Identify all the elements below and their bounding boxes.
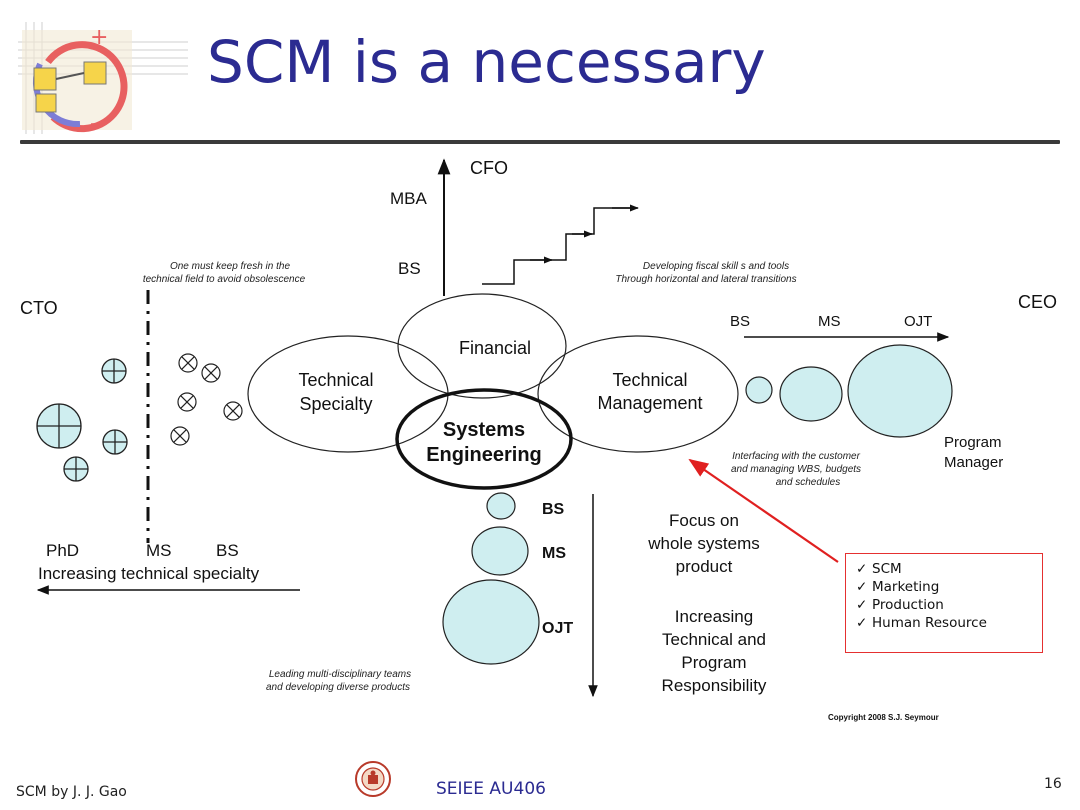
svg-text:+: + — [90, 25, 108, 50]
interfacing-note-line2: and managing WBS, budgets — [731, 464, 861, 475]
checklist-item: ✓Production — [856, 597, 944, 613]
right-ojt-label: OJT — [904, 313, 932, 330]
technical-management-line2: Management — [597, 393, 702, 413]
systems-engineering-line2: Engineering — [426, 444, 542, 466]
university-seal-icon — [355, 761, 391, 797]
interfacing-note-line3: and schedules — [776, 477, 841, 488]
bottom-ojt-label: OJT — [542, 620, 573, 637]
responsibility-line2: Technical and — [662, 630, 766, 649]
increasing-specialty-label: Increasing technical specialty — [38, 564, 260, 583]
focus-line2: whole systems — [647, 534, 759, 553]
technical-specialty-line2: Specialty — [299, 394, 372, 414]
checklist-item: ✓Human Resource — [856, 615, 987, 631]
right-bubble-medium — [779, 366, 843, 422]
page-number: 16 — [1044, 776, 1062, 792]
interfacing-note-line1: Interfacing with the customer — [732, 451, 861, 462]
bottom-bs-label: BS — [542, 501, 565, 518]
financial-label: Financial — [459, 338, 531, 358]
program-manager-line1: Program — [944, 434, 1002, 451]
technical-specialty-line1: Technical — [298, 370, 373, 390]
left-bs-label: BS — [216, 541, 239, 560]
financial-note-line1: Developing fiscal skill s and tools — [643, 261, 789, 272]
slide-title: SCM is a necessary — [207, 28, 766, 96]
svg-text:-: - — [90, 111, 98, 134]
course-logo-icon: + - — [18, 22, 188, 134]
checklist-box: ✓SCM ✓Marketing ✓Production ✓Human Resou… — [845, 553, 1043, 653]
right-bubble-large — [847, 344, 953, 438]
right-bs-label: BS — [730, 313, 750, 330]
bottom-bubble-large — [442, 579, 540, 665]
left-note-line1: One must keep fresh in the — [170, 261, 291, 272]
leading-note-line2: and developing diverse products — [266, 682, 410, 693]
footer-author: SCM by J. J. Gao — [16, 784, 127, 800]
check-icon: ✓ — [856, 579, 868, 595]
top-bs-label: BS — [398, 259, 421, 278]
responsibility-line3: Program — [681, 653, 746, 672]
phd-label: PhD — [46, 541, 79, 560]
checklist-item: ✓SCM — [856, 561, 902, 577]
left-ms-label: MS — [146, 541, 172, 560]
responsibility-line1: Increasing — [675, 607, 753, 626]
checklist-item: ✓Marketing — [856, 579, 940, 595]
responsibility-line4: Responsibility — [662, 676, 767, 695]
check-icon: ✓ — [856, 597, 868, 613]
technical-management-line1: Technical — [612, 370, 687, 390]
focus-line1: Focus on — [669, 511, 739, 530]
check-icon: ✓ — [856, 561, 868, 577]
specialty-plus-symbols — [36, 358, 128, 482]
systems-engineering-ellipse — [395, 388, 573, 490]
leading-note-line1: Leading multi-disciplinary teams — [269, 669, 411, 680]
right-bubble-small — [745, 376, 773, 404]
technical-management-ellipse — [537, 335, 739, 453]
career-path-diagram: CFO MBA BS Developing fiscal skill s and… — [20, 158, 1057, 722]
fiscal-staircase — [482, 207, 634, 285]
focus-line3: product — [676, 557, 733, 576]
cto-label: CTO — [20, 298, 58, 318]
footer-course: SEIEE AU406 — [436, 779, 546, 799]
left-note-line2: technical field to avoid obsolescence — [143, 274, 306, 285]
callout-arrow — [688, 458, 839, 563]
check-icon: ✓ — [856, 615, 868, 631]
copyright-text: Copyright 2008 S.J. Seymour — [828, 713, 939, 722]
right-ms-label: MS — [818, 313, 841, 330]
financial-note-line2: Through horizontal and lateral transitio… — [615, 274, 796, 285]
cfo-label: CFO — [470, 158, 508, 178]
title-divider — [20, 140, 1060, 144]
financial-ellipse — [397, 293, 567, 399]
bottom-bubble-small — [486, 492, 516, 520]
ceo-label: CEO — [1018, 292, 1057, 312]
program-manager-line2: Manager — [944, 454, 1003, 471]
bottom-ms-label: MS — [542, 545, 566, 562]
specialty-cross-symbols — [170, 353, 243, 446]
systems-engineering-line1: Systems — [443, 419, 525, 441]
bottom-bubble-medium — [471, 526, 529, 576]
mba-label: MBA — [390, 189, 428, 208]
